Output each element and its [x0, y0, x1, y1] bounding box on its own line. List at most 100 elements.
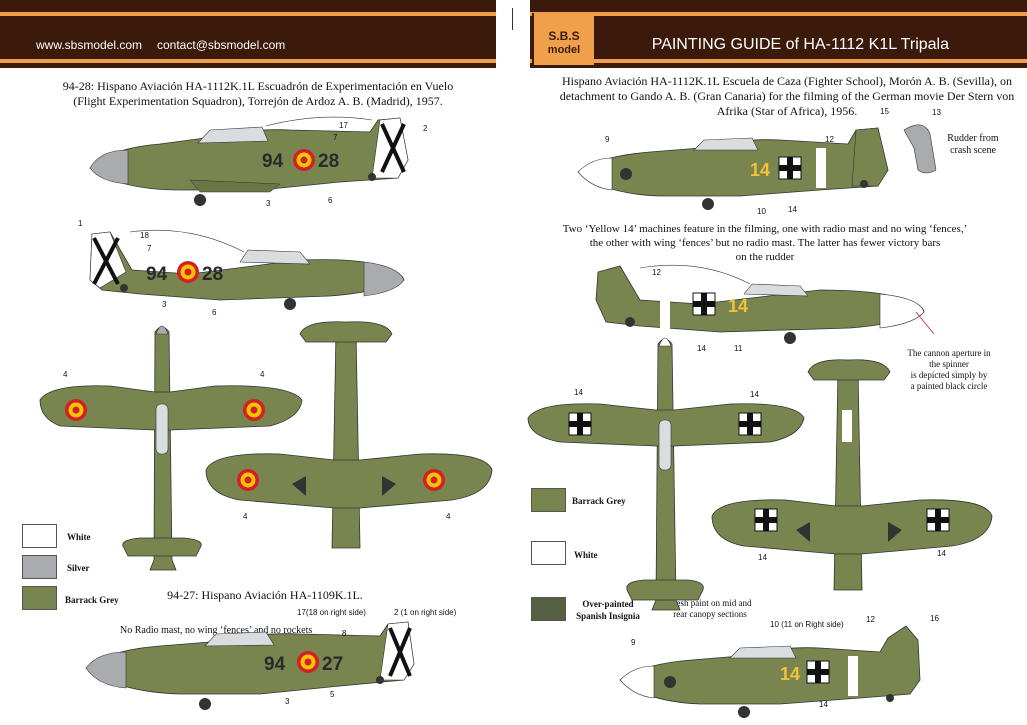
callout-14b: 14: [697, 344, 706, 353]
rudder-line2: crash scene: [950, 145, 996, 156]
header-stripe-top-right: [530, 12, 1027, 16]
plane-yellow14-side-3: [619, 625, 921, 718]
callout-14d: 14: [750, 390, 759, 399]
fresh-paint-note: Fresh paint on mid and rear canopy secti…: [660, 598, 760, 620]
two-yellow14-line3: on the rudder: [735, 251, 795, 263]
plane-yellow14-side-1: [577, 127, 889, 210]
callout-18: 18: [140, 231, 149, 240]
rudder-crash-note: Rudder from crash scene: [940, 133, 1006, 157]
callout-13: 13: [932, 108, 941, 117]
right-caption-1-line1: Hispano Aviación HA-1112K.1L Escuela de …: [561, 74, 1013, 88]
left-caption-2: 94-27: Hispano Aviación HA-1109K.1L.: [167, 588, 363, 602]
left-caption-1: 94-28: Hispano Aviación HA-1112K.1L Escu…: [20, 79, 496, 109]
fresh-line2: rear canopy sections: [673, 609, 747, 619]
cannon-aperture-note: The cannon aperture in the spinner is de…: [893, 348, 1005, 392]
code-27-plane3: 27: [322, 654, 343, 675]
callout-14e: 14: [758, 553, 767, 562]
callout-6b: 6: [212, 308, 217, 317]
callout-3b: 3: [162, 300, 167, 309]
callout-14a: 14: [788, 205, 797, 214]
plane-under-view-right: [711, 359, 993, 591]
two-yellow14-note: Two ‘Yellow 14’ machines feature in the …: [540, 222, 990, 264]
legend-label-overpainted: Over-painted Spanish Insignia: [576, 599, 640, 621]
callout-3c: 3: [285, 697, 290, 706]
callout-8: 8: [342, 629, 347, 638]
right-caption-1: Hispano Aviación HA-1112K.1L Escuela de …: [552, 74, 1022, 119]
cannon-line2: the spinner: [929, 359, 969, 369]
legend-swatch-white: [22, 524, 57, 548]
header-stripe-bottom-right: [530, 59, 1027, 63]
code-14-plane2: 14: [728, 296, 748, 316]
website-link[interactable]: www.sbsmodel.com: [36, 38, 143, 52]
legend-label-silver: Silver: [67, 563, 90, 573]
email-link[interactable]: contact@sbsmodel.com: [157, 38, 286, 52]
fresh-line1: Fresh paint on mid and: [668, 598, 752, 608]
callout-14c: 14: [574, 388, 583, 397]
legend-label-barrack-grey-right: Barrack Grey: [572, 496, 626, 506]
callout-4b: 4: [260, 370, 265, 379]
callout-7b: 7: [147, 244, 152, 253]
code-14-plane1: 14: [750, 160, 770, 180]
page-title: PAINTING GUIDE of HA-1112 K1L Tripala: [651, 36, 949, 53]
callout-10: 10: [757, 207, 766, 216]
code-28-plane1: 28: [318, 151, 339, 172]
no-radio-note: No Radio mast, no wing ‘fences’ and no r…: [120, 625, 313, 636]
legend-swatch-barrack-grey: [22, 586, 57, 610]
plane-top-view-left: [39, 325, 303, 571]
legend-swatch-white-right: [531, 541, 566, 565]
callout-4a: 4: [63, 370, 68, 379]
callout-9b: 9: [631, 638, 636, 647]
callout-4d: 4: [446, 512, 451, 521]
header-left: www.sbsmodel.com contact@sbsmodel.com: [0, 0, 496, 68]
code-14-plane3: 14: [780, 664, 800, 684]
header-stripe-bottom: [0, 59, 496, 63]
legend-swatch-barrack-grey-right: [531, 488, 566, 512]
code-28-plane2: 28: [202, 264, 223, 285]
callout-6: 6: [328, 196, 333, 205]
crash-rudder: [903, 124, 937, 174]
callout-14g: 14: [819, 700, 828, 709]
callout-4c: 4: [243, 512, 248, 521]
callout-12c: 12: [866, 615, 875, 624]
callout-9: 9: [605, 135, 610, 144]
cannon-line1: The cannon aperture in: [907, 348, 991, 358]
plane-under-view-left: [205, 321, 493, 549]
callout-12b: 12: [652, 268, 661, 277]
sbs-logo: S.B.S model: [532, 13, 594, 65]
callout-11: 11: [734, 344, 743, 353]
plane-yellow14-side-2: [595, 264, 925, 344]
plane-94-27-side: [85, 621, 415, 710]
callout-14f: 14: [937, 549, 946, 558]
header-right: PAINTING GUIDE of HA-1112 K1L Tripala: [530, 0, 1027, 68]
legend-label-white-right: White: [574, 550, 598, 560]
left-caption-1-line2: (Flight Experimentation Squadron), Torre…: [73, 94, 443, 108]
cannon-line3: is depicted simply by: [910, 370, 988, 380]
code-94-plane3: 94: [264, 654, 286, 675]
page-divider: [512, 8, 513, 30]
plane-94-28-left-side: [89, 116, 409, 206]
callout-15: 15: [880, 107, 889, 116]
plane-top-view-right: [527, 337, 805, 611]
logo-line2: model: [547, 44, 581, 56]
callout-1: 1: [78, 219, 83, 228]
rudder-line1: Rudder from: [947, 133, 999, 144]
legend-swatch-silver: [22, 555, 57, 579]
left-caption-1-line1: 94-28: Hispano Aviación HA-1112K.1L Escu…: [62, 79, 454, 93]
callout-17: 17: [339, 121, 348, 130]
callout-7: 7: [333, 133, 338, 142]
legend-label-white: White: [67, 532, 91, 542]
callout-12: 12: [825, 135, 834, 144]
legend-label-barrack-grey: Barrack Grey: [65, 595, 119, 605]
callout-10-11: 10 (11 on Right side): [770, 620, 844, 629]
legend-swatch-overpainted: [531, 597, 566, 621]
header-stripe-top: [0, 12, 496, 16]
callout-16: 16: [930, 614, 939, 623]
code-94-plane1: 94: [262, 151, 284, 172]
callout-17-18: 17(18 on right side): [297, 608, 366, 617]
two-yellow14-line2: the other with wing ‘fences’ but no radi…: [589, 237, 941, 249]
right-caption-1-line2: detachment to Gando A. B. (Gran Canaria)…: [559, 89, 1015, 103]
callout-2: 2: [423, 124, 428, 133]
right-caption-1-line3: Afrika (Star of Africa), 1956.: [716, 104, 858, 118]
two-yellow14-line1: Two ‘Yellow 14’ machines feature in the …: [562, 223, 968, 235]
